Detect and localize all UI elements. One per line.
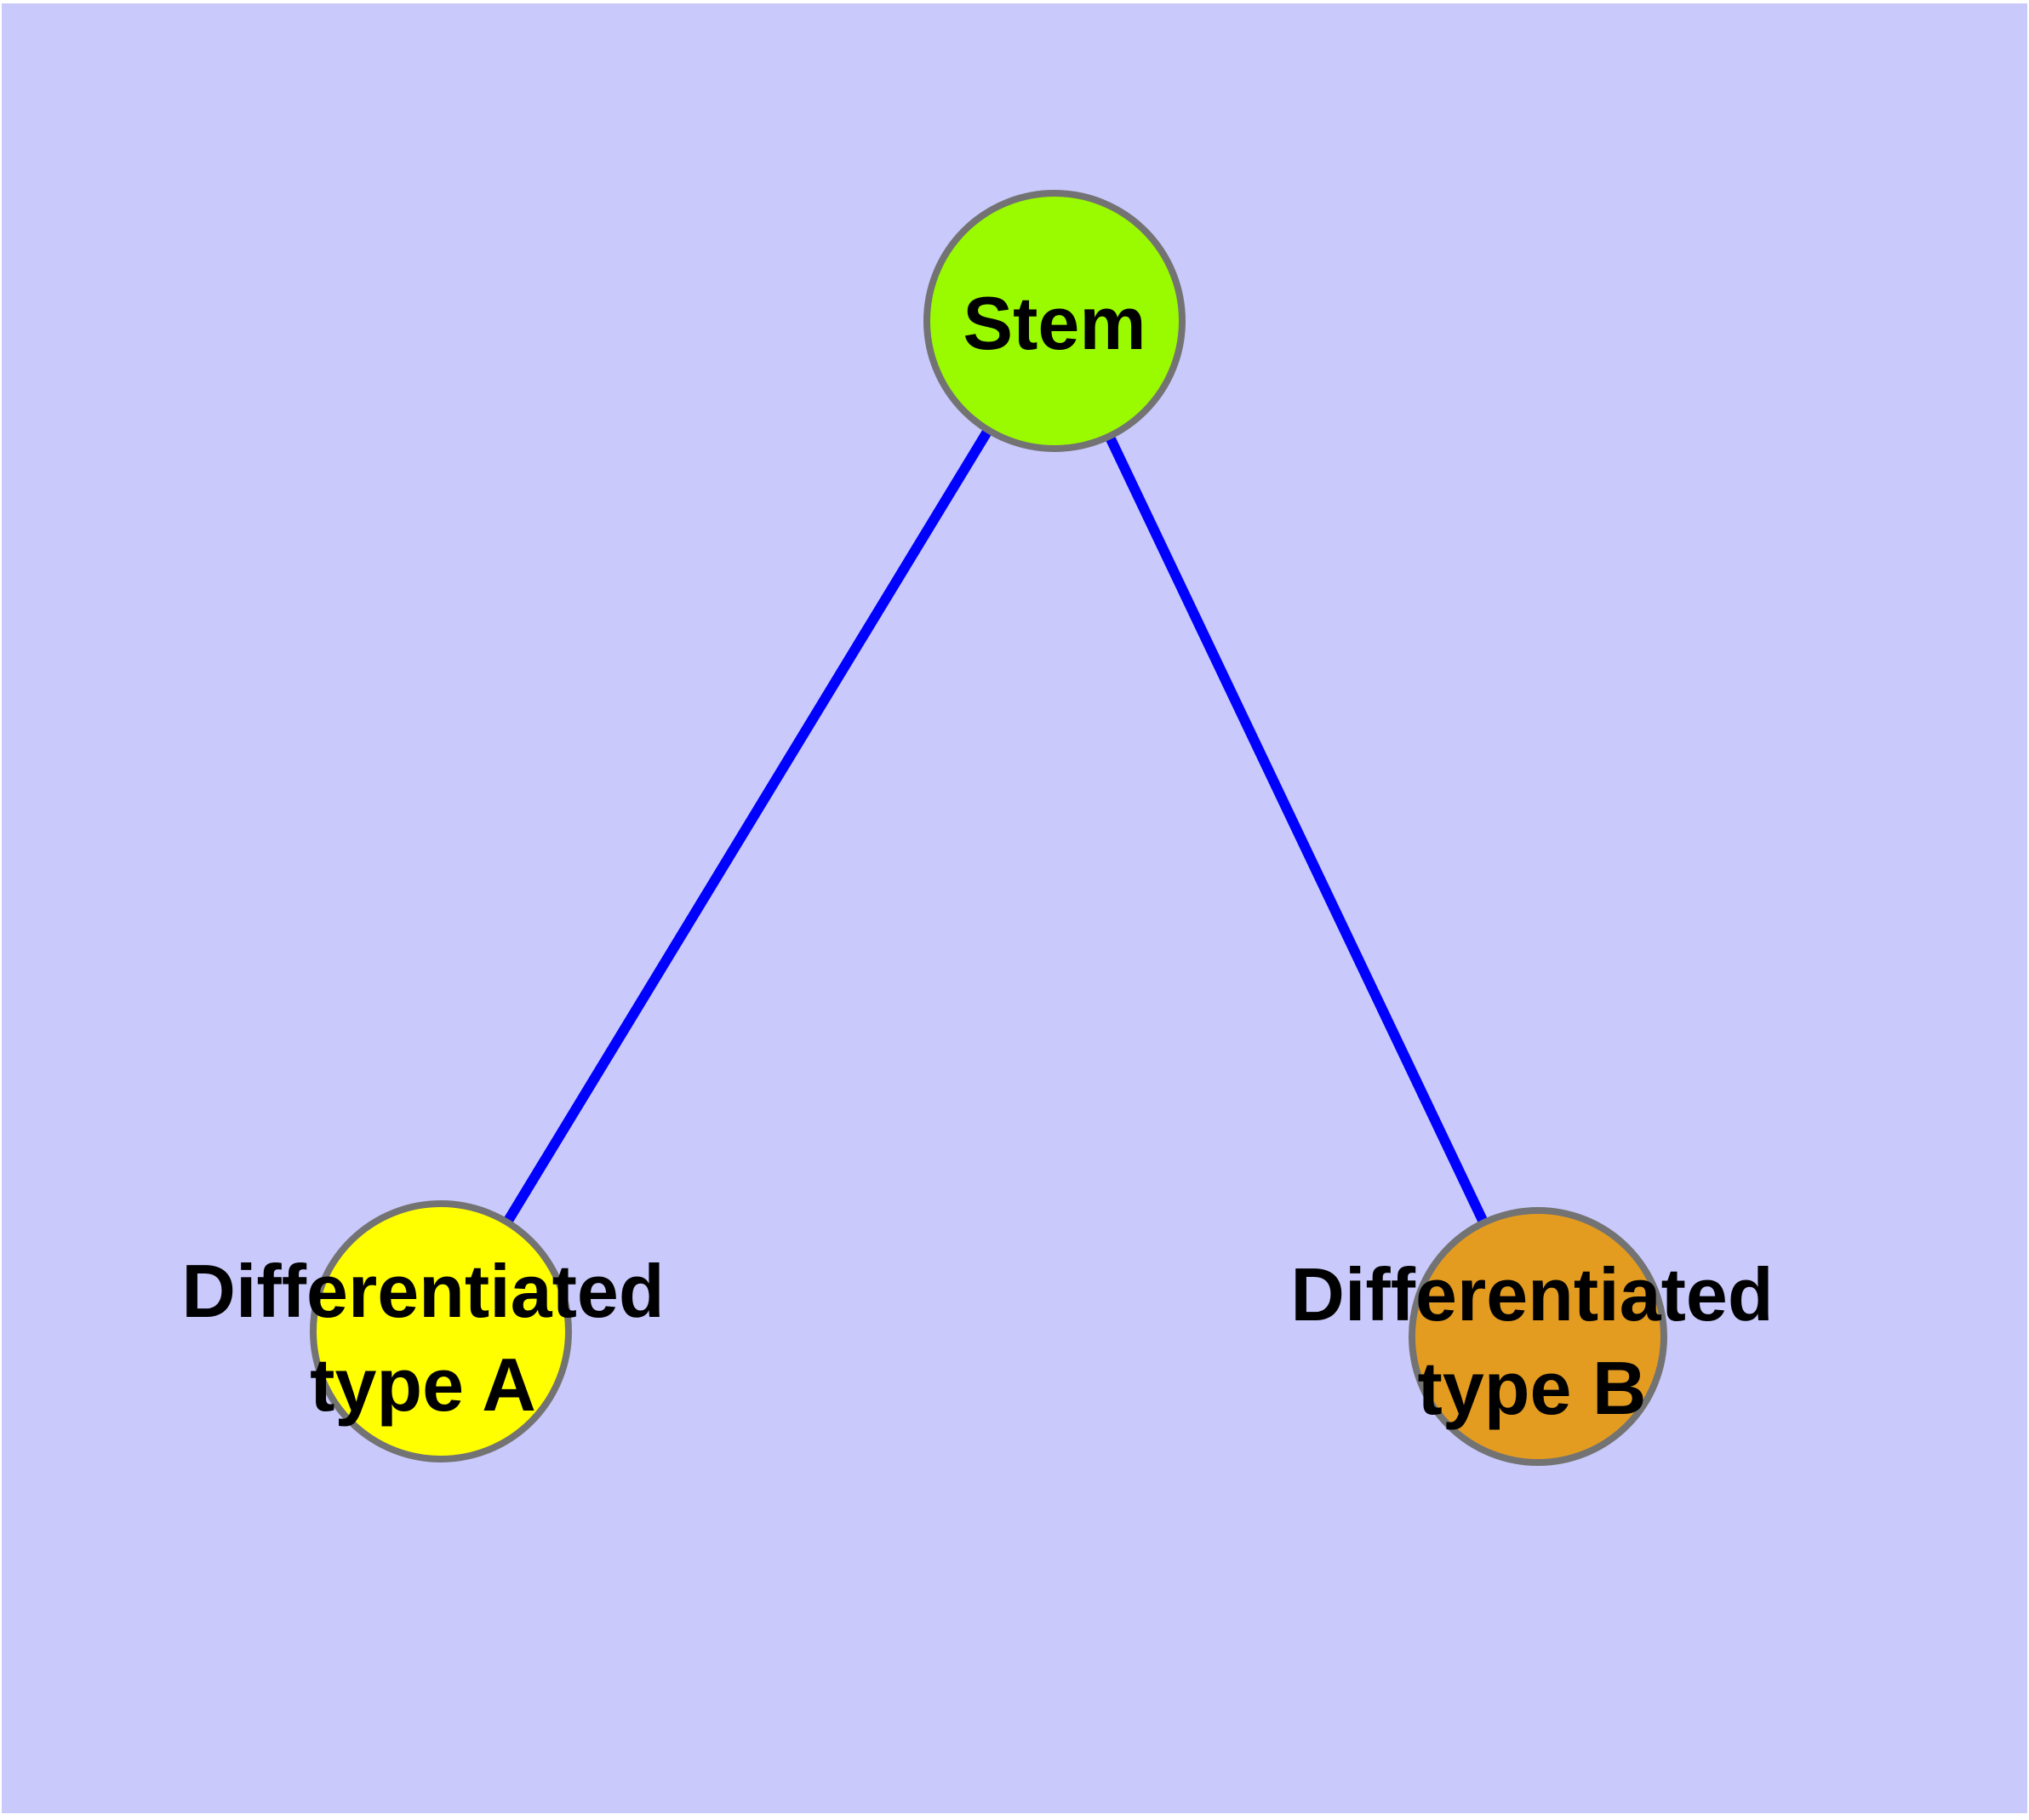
node-label-differentiated-type-b: Differentiated type B [1290,1252,1774,1430]
node-differentiated-type-b [1409,1207,1667,1466]
node-label-stem: Stem [963,281,1146,365]
node-differentiated-type-a [310,1200,572,1462]
node-stem [923,190,1186,452]
edge-stem-to-type-b [1049,318,1543,1339]
edge-stem-to-type-a [436,318,1060,1335]
node-label-differentiated-type-a: Differentiated type A [181,1249,665,1427]
